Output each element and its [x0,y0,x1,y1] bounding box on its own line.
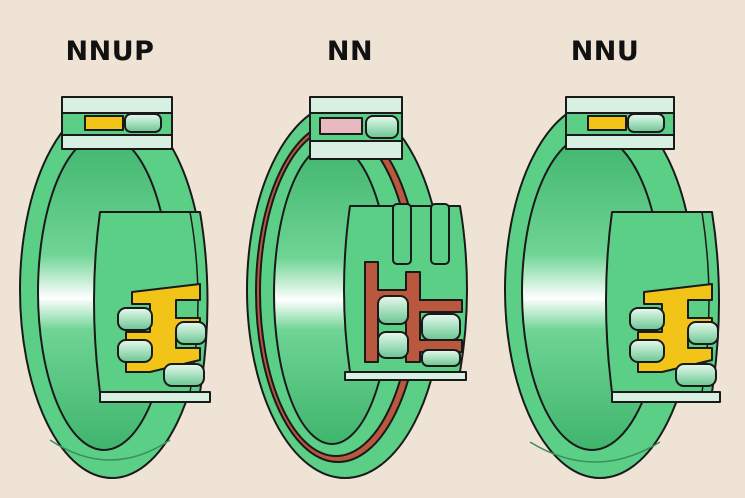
nnup-roller-2 [117,339,153,363]
nn-rib-1 [392,203,412,265]
nnup-bottom-plate [99,391,211,403]
nn-bottom-plate [344,371,467,381]
nn-rib-2 [430,203,450,265]
label-nnup: NNUP [65,36,155,67]
nn-roller-2 [377,331,409,359]
nnup-outer-cut-top [61,96,173,114]
nn-inner-cut-top [309,140,403,160]
nnu-roller-3 [687,321,719,345]
nnu-roller-2 [629,339,665,363]
nnu-outer-cut-top [565,96,675,114]
nnu-bottom-plate [611,391,721,403]
nn-roller-4 [421,349,461,367]
bearing-nnup [19,96,211,479]
nn-outer-cut-top [309,96,403,114]
nnu-roller-4 [675,363,717,387]
nnu-top-cage [587,115,627,131]
nnup-roller-1 [117,307,153,331]
nnup-top-roller [124,113,162,133]
nn-roller-3 [421,313,461,341]
nn-top-cage [319,117,363,135]
nnup-top-cage [84,115,124,131]
label-nnu: NNU [570,36,640,67]
nn-roller-1 [377,295,409,325]
nnup-roller-4 [163,363,205,387]
nn-top-roller [365,115,399,139]
nnu-roller-1 [629,307,665,331]
label-nn: NN [326,36,374,67]
bearing-nn [246,96,468,479]
nnu-top-roller [627,113,665,133]
bearing-nnu [504,96,721,479]
nnup-roller-3 [175,321,207,345]
nnup-inner-cut-top [61,134,173,150]
nnu-inner-cut-top [565,134,675,150]
